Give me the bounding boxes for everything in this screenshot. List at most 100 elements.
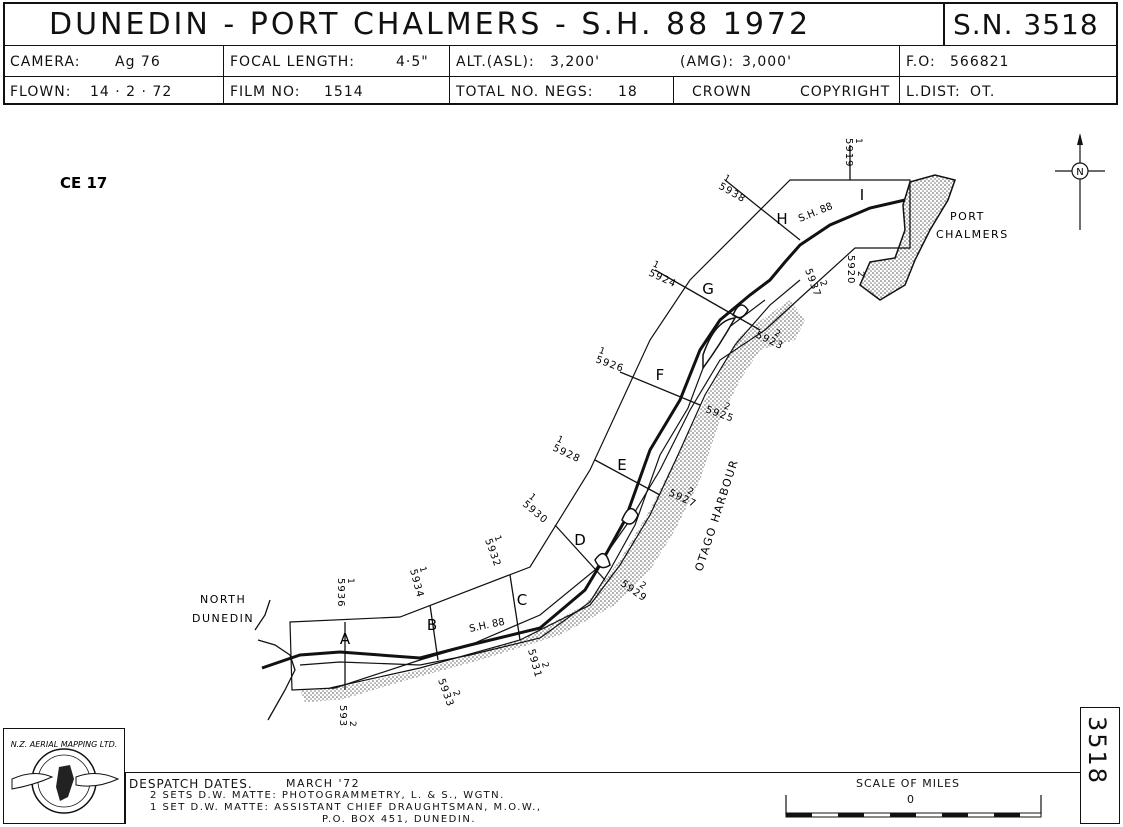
film-value: 1514: [324, 84, 364, 100]
despatch-line-2: 1 SET D.W. MATTE: ASSISTANT CHIEF DRAUGH…: [150, 802, 542, 813]
sheet-number-box: 3518: [1080, 707, 1120, 824]
islet-1: [594, 552, 611, 569]
despatch-line-1: 2 SETS D.W. MATTE: PHOTOGRAMMETRY, L. & …: [150, 790, 505, 801]
neg-top-5932: 5932: [482, 537, 502, 568]
neg-top-5938: 5938: [717, 181, 748, 205]
place-north: NORTH: [200, 593, 246, 606]
run-line-f: [619, 371, 701, 406]
north-arrow: N: [1055, 133, 1105, 230]
scale-title: SCALE OF MILES: [856, 777, 961, 790]
scale-bar: [785, 795, 1042, 818]
neg-top-5924: 5924: [647, 268, 678, 290]
neg-bottom-run-5933: 2: [450, 689, 461, 698]
run-letter-e: E: [617, 456, 626, 474]
focal-value: 4·5": [396, 54, 429, 70]
despatch-line-3: P.O. BOX 451, DUNEDIN.: [322, 814, 476, 825]
film-cell: FILM NO: 1514: [224, 77, 450, 105]
despatch-label: DESPATCH DATES.: [129, 777, 253, 791]
road-sh88: [261, 198, 906, 670]
neg-bottom-run-5929: 2: [637, 580, 647, 591]
run-letter-c: C: [517, 591, 527, 609]
neg-top-run-5932: 1: [492, 534, 503, 543]
run-line-h: [724, 179, 801, 241]
logo-box: N.Z. AERIAL MAPPING LTD.: [3, 728, 125, 824]
harbour-shoreline: [300, 300, 805, 702]
camera-value: Ag 76: [115, 54, 161, 70]
copyright-cell: CROWN COPYRIGHT: [674, 77, 900, 105]
neg-top-run-5930: 1: [526, 492, 537, 503]
place-dunedin: DUNEDIN: [192, 612, 254, 625]
flight-map: CE 17 N PORT CHALMERS NORTH DUNEDIN OTAG…: [60, 133, 1105, 728]
run-line-g: [654, 269, 761, 331]
alt-value: 3,200': [550, 54, 600, 70]
north-symbol: N: [1076, 167, 1083, 178]
amg-label: (AMG):: [680, 54, 735, 70]
scale-zero: 0: [907, 793, 914, 806]
neg-top-run-5926: 1: [597, 346, 606, 357]
neg-bottom-run-5920: 2: [855, 271, 865, 277]
neg-top-5936: 5936: [335, 578, 346, 607]
header-row-camera: CAMERA: Ag 76 FOCAL LENGTH: 4·5" ALT.(AS…: [5, 46, 1116, 77]
focal-cell: FOCAL LENGTH: 4·5": [224, 46, 450, 77]
neg-top-5934: 5934: [407, 568, 425, 599]
neg-bottom-run-5931: 2: [539, 661, 550, 669]
neg-top-run-5919: 1: [853, 138, 863, 144]
copyright-text: COPYRIGHT: [800, 84, 891, 100]
islet-2: [621, 507, 639, 525]
fo-cell: F.O: 566821: [900, 46, 1116, 77]
sheet-number: 3518: [1083, 716, 1111, 786]
neg-bottom-5935: 5935: [337, 705, 348, 728]
neg-top-5919: 5919: [843, 138, 854, 167]
run-letter-g: G: [702, 280, 714, 298]
neg-bottom-run-5927: 2: [685, 486, 694, 497]
neg-top-5926: 5926: [594, 354, 625, 374]
crown-text: CROWN: [692, 84, 752, 100]
neg-top-run-5928: 1: [555, 435, 564, 446]
amg-value: 3,000': [742, 54, 792, 70]
neg-top-run-5924: 1: [651, 260, 660, 271]
film-label: FILM NO:: [230, 84, 301, 100]
rail-line: [329, 279, 801, 689]
flown-cell: FLOWN: 14 · 2 · 72: [5, 77, 224, 105]
road-label-upper: S.H. 88: [797, 201, 834, 225]
neg-bottom-run-5925: 2: [722, 401, 731, 412]
place-chalmers: CHALMERS: [936, 228, 1009, 241]
header-row-flight: FLOWN: 14 · 2 · 72 FILM NO: 1514 TOTAL N…: [5, 77, 1116, 105]
coverage-boundary: [289, 179, 911, 691]
flown-value: 14 · 2 · 72: [90, 84, 173, 100]
run-letter-h: H: [776, 210, 787, 228]
run-letter-d: D: [574, 531, 586, 549]
despatch-value: MARCH '72: [286, 777, 361, 790]
despatch-panel: DESPATCH DATES. MARCH '72 2 SETS D.W. MA…: [125, 772, 1080, 825]
fo-value: 566821: [950, 54, 1010, 70]
neg-bottom-run-5923: 2: [772, 328, 781, 339]
logo-text: N.Z. AERIAL MAPPING LTD.: [11, 740, 118, 749]
fo-label: F.O:: [906, 54, 936, 70]
focal-label: FOCAL LENGTH:: [230, 54, 355, 70]
neg-bottom-run-5935: 2: [347, 721, 357, 727]
neg-top-5930: 5930: [520, 499, 550, 526]
camera-cell: CAMERA: Ag 76: [5, 46, 224, 77]
negs-label: TOTAL NO. NEGS:: [456, 84, 594, 100]
run-letter-a: A: [340, 630, 351, 648]
neg-top-run-5934: 1: [417, 566, 428, 574]
sheet-code: CE 17: [60, 174, 107, 192]
run-line-d: [554, 524, 606, 581]
negs-value: 18: [618, 84, 638, 100]
ldist-cell: L.DIST: OT.: [900, 77, 1116, 105]
run-line-c: [509, 574, 521, 641]
neg-bottom-5920: 5920: [845, 255, 856, 284]
run-letter-b: B: [427, 616, 437, 634]
islet-3: [702, 317, 737, 371]
flown-label: FLOWN:: [10, 84, 72, 100]
place-port: PORT: [950, 210, 985, 223]
neg-top-run-5938: 1: [722, 173, 732, 185]
port-chalmers-coast: [859, 174, 956, 301]
negs-cell: TOTAL NO. NEGS: 18: [450, 77, 674, 105]
run-line-b: [429, 604, 439, 661]
camera-label: CAMERA:: [10, 54, 81, 70]
header-table: DUNEDIN - PORT CHALMERS - S.H. 88 1972 S…: [3, 2, 1118, 105]
ldist-label: L.DIST:: [906, 84, 961, 100]
run-letter-f: F: [656, 366, 665, 384]
